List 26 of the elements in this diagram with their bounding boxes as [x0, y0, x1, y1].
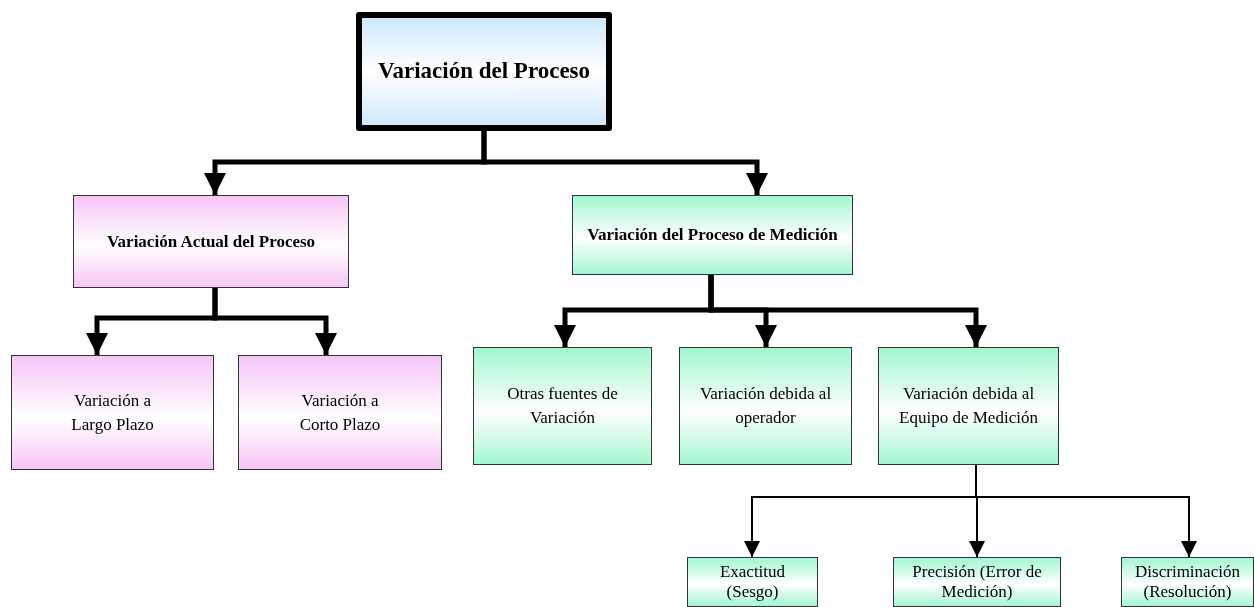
- process-box: [687, 557, 818, 607]
- category-box: [572, 195, 853, 275]
- arrow: [708, 275, 987, 347]
- box-label: Variación a Corto Plazo: [298, 389, 382, 436]
- process-box: [238, 355, 442, 470]
- root-box: [356, 12, 612, 131]
- category-box: [73, 195, 349, 288]
- process-box: [11, 355, 214, 470]
- box-label: Otras fuentes de Variación: [506, 383, 619, 429]
- box-label: Variación Actual del Proceso: [106, 230, 316, 253]
- process-box: [679, 347, 852, 465]
- box-label: Variación a Largo Plazo: [70, 389, 155, 436]
- box-label: Discriminación (Resolución): [1134, 561, 1241, 603]
- process-box: [473, 347, 652, 465]
- arrow: [212, 288, 337, 355]
- process-box: [1121, 557, 1254, 607]
- box-label: Variación debida al operador: [698, 383, 833, 429]
- box-label: Variación del Proceso: [377, 57, 591, 86]
- box-label: Variación debida al Equipo de Medición: [898, 383, 1039, 429]
- arrow: [481, 131, 768, 195]
- box-label: Precisión (Error de Medición): [911, 561, 1043, 603]
- arrow: [975, 464, 1197, 558]
- box-label: Exactitud (Sesgo): [718, 561, 787, 603]
- process-box: [893, 557, 1061, 607]
- box-label: Variación del Proceso de Medición: [587, 224, 838, 247]
- process-box: [878, 347, 1059, 465]
